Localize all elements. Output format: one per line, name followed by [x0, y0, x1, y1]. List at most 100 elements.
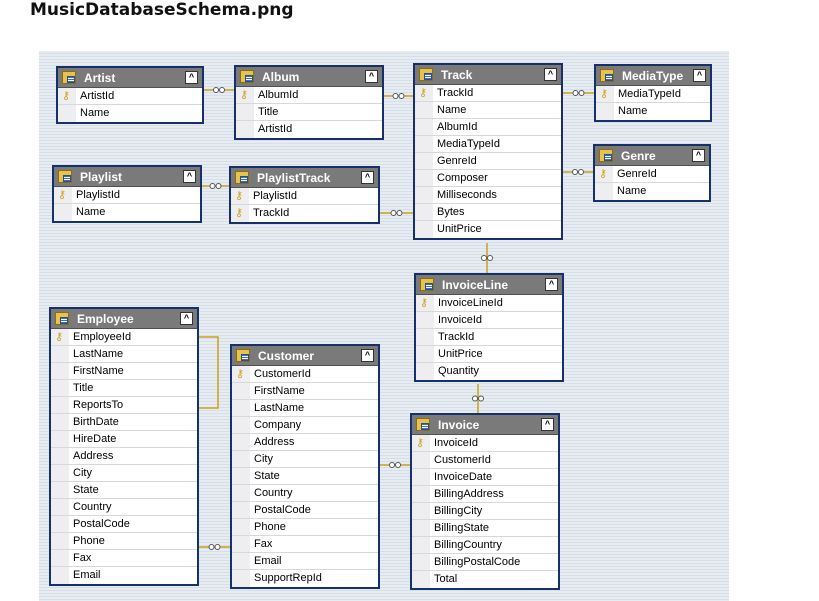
- column-row[interactable]: Name: [58, 105, 202, 122]
- column-row[interactable]: InvoiceDate: [412, 469, 558, 486]
- column-row[interactable]: Name: [415, 102, 561, 119]
- column-row[interactable]: GenreId: [415, 153, 561, 170]
- collapse-icon[interactable]: ^: [365, 70, 378, 83]
- table-header[interactable]: Track^: [415, 65, 561, 85]
- row-gutter: [232, 451, 250, 467]
- column-row[interactable]: HireDate: [51, 431, 197, 448]
- column-row[interactable]: LastName: [51, 346, 197, 363]
- column-row[interactable]: Fax: [232, 536, 378, 553]
- column-row[interactable]: FirstName: [51, 363, 197, 380]
- column-row[interactable]: UnitPrice: [416, 346, 562, 363]
- column-row[interactable]: Title: [236, 104, 382, 121]
- column-row[interactable]: Country: [51, 499, 197, 516]
- collapse-icon[interactable]: ^: [183, 170, 196, 183]
- column-row[interactable]: State: [51, 482, 197, 499]
- column-row[interactable]: Composer: [415, 170, 561, 187]
- column-row[interactable]: Phone: [232, 519, 378, 536]
- column-row[interactable]: ⚷TrackId: [231, 205, 378, 222]
- table-header[interactable]: Invoice^: [412, 415, 558, 435]
- column-row[interactable]: Bytes: [415, 204, 561, 221]
- column-row[interactable]: ⚷GenreId: [595, 166, 709, 183]
- primary-key-icon: ⚷: [419, 87, 428, 99]
- column-row[interactable]: Title: [51, 380, 197, 397]
- collapse-icon[interactable]: ^: [693, 69, 706, 82]
- column-row[interactable]: Country: [232, 485, 378, 502]
- column-row[interactable]: Email: [232, 553, 378, 570]
- table-header[interactable]: MediaType^: [596, 66, 710, 86]
- column-row[interactable]: UnitPrice: [415, 221, 561, 238]
- column-row[interactable]: ⚷InvoiceLineId: [416, 295, 562, 312]
- column-row[interactable]: BillingPostalCode: [412, 554, 558, 571]
- column-row[interactable]: ⚷AlbumId: [236, 87, 382, 104]
- table-header[interactable]: PlaylistTrack^: [231, 168, 378, 188]
- column-row[interactable]: City: [232, 451, 378, 468]
- column-row[interactable]: ReportsTo: [51, 397, 197, 414]
- column-row[interactable]: Name: [54, 204, 200, 221]
- collapse-icon[interactable]: ^: [541, 418, 554, 431]
- column-row[interactable]: ⚷TrackId: [415, 85, 561, 102]
- collapse-icon[interactable]: ^: [545, 278, 558, 291]
- collapse-icon[interactable]: ^: [361, 171, 374, 184]
- collapse-icon[interactable]: ^: [180, 312, 193, 325]
- table-header[interactable]: Genre^: [595, 146, 709, 166]
- column-row[interactable]: ArtistId: [236, 121, 382, 138]
- column-row[interactable]: BillingCity: [412, 503, 558, 520]
- table-header[interactable]: Playlist^: [54, 167, 200, 187]
- column-row[interactable]: State: [232, 468, 378, 485]
- column-row[interactable]: Name: [595, 183, 709, 200]
- column-row[interactable]: PostalCode: [232, 502, 378, 519]
- column-row[interactable]: SupportRepId: [232, 570, 378, 587]
- column-row[interactable]: CustomerId: [412, 452, 558, 469]
- collapse-icon[interactable]: ^: [361, 349, 374, 362]
- column-row[interactable]: Name: [596, 103, 710, 120]
- column-row[interactable]: BillingCountry: [412, 537, 558, 554]
- column-row[interactable]: LastName: [232, 400, 378, 417]
- column-row[interactable]: ⚷ArtistId: [58, 88, 202, 105]
- column-row[interactable]: BillingState: [412, 520, 558, 537]
- column-row[interactable]: Fax: [51, 550, 197, 567]
- collapse-icon[interactable]: ^: [185, 71, 198, 84]
- column-row[interactable]: ⚷EmployeeId: [51, 329, 197, 346]
- column-row[interactable]: InvoiceId: [416, 312, 562, 329]
- column-row[interactable]: BirthDate: [51, 414, 197, 431]
- table-header[interactable]: InvoiceLine^: [416, 275, 562, 295]
- column-row[interactable]: TrackId: [416, 329, 562, 346]
- column-row[interactable]: Phone: [51, 533, 197, 550]
- column-row[interactable]: AlbumId: [415, 119, 561, 136]
- column-row[interactable]: Company: [232, 417, 378, 434]
- column-row[interactable]: PostalCode: [51, 516, 197, 533]
- column-row[interactable]: Email: [51, 567, 197, 584]
- column-row[interactable]: Milliseconds: [415, 187, 561, 204]
- column-row[interactable]: City: [51, 465, 197, 482]
- column-row[interactable]: FirstName: [232, 383, 378, 400]
- column-row[interactable]: MediaTypeId: [415, 136, 561, 153]
- column-row[interactable]: Address: [232, 434, 378, 451]
- table-header[interactable]: Customer^: [232, 346, 378, 366]
- collapse-icon[interactable]: ^: [544, 68, 557, 81]
- column-row[interactable]: BillingAddress: [412, 486, 558, 503]
- column-row[interactable]: ⚷PlaylistId: [231, 188, 378, 205]
- column-row[interactable]: ⚷InvoiceId: [412, 435, 558, 452]
- collapse-icon[interactable]: ^: [692, 149, 705, 162]
- column-row[interactable]: ⚷PlaylistId: [54, 187, 200, 204]
- column-row[interactable]: ⚷CustomerId: [232, 366, 378, 383]
- column-row[interactable]: ⚷MediaTypeId: [596, 86, 710, 103]
- table-header[interactable]: Album^: [236, 67, 382, 87]
- column-row[interactable]: Quantity: [416, 363, 562, 380]
- table-header[interactable]: Artist^: [58, 68, 202, 88]
- column-row[interactable]: Address: [51, 448, 197, 465]
- row-gutter: [416, 363, 434, 380]
- table-playlisttrack[interactable]: PlaylistTrack^⚷PlaylistId⚷TrackId: [229, 166, 380, 224]
- table-header[interactable]: Employee^: [51, 309, 197, 329]
- column-row[interactable]: Total: [412, 571, 558, 588]
